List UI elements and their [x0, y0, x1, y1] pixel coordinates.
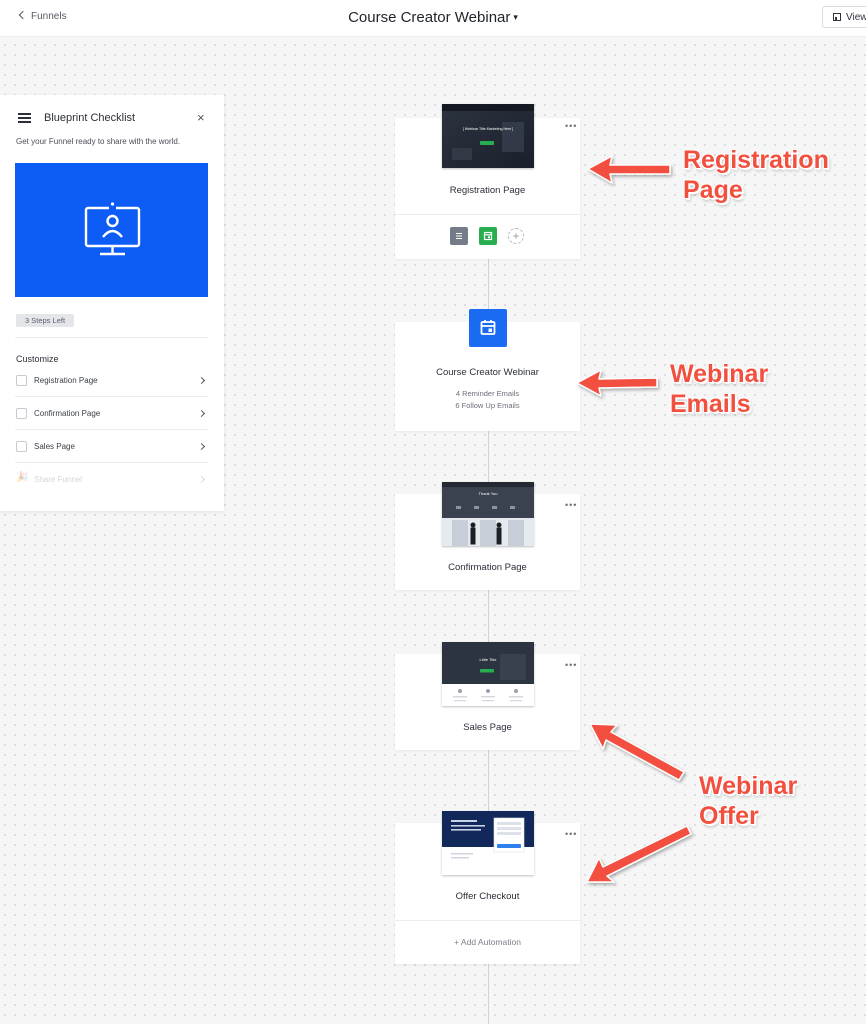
- annotation-webinar-emails: Webinar Emails: [670, 359, 768, 419]
- more-options-icon[interactable]: •••: [565, 500, 578, 510]
- annotation-line: Registration: [683, 146, 829, 174]
- funnel-connector-line: [488, 258, 489, 1024]
- checklist-hero-image: [15, 163, 208, 297]
- checklist-item-confirmation-page[interactable]: Confirmation Page: [16, 400, 208, 428]
- add-step-plus-button[interactable]: +: [508, 228, 524, 244]
- annotation-line: Webinar: [699, 772, 798, 800]
- checklist-item-share-funnel[interactable]: 🎉 Share Funnel: [16, 466, 208, 494]
- list-step-button[interactable]: [450, 227, 468, 245]
- step-name: Confirmation Page: [448, 562, 527, 573]
- party-popper-icon: 🎉: [16, 472, 29, 483]
- confirmation-page-thumbnail[interactable]: Thank You: [442, 482, 534, 546]
- checklist-title: Blueprint Checklist: [44, 112, 136, 124]
- sales-page-thumbnail[interactable]: Little Title: [442, 642, 534, 706]
- chart-icon: [833, 13, 841, 21]
- follow-up-emails-count: 6 Follow Up Emails: [455, 401, 520, 410]
- step-card-offer-checkout[interactable]: Offer Checkout + Add Automation: [395, 823, 580, 964]
- close-icon[interactable]: ×: [197, 110, 205, 125]
- more-options-icon[interactable]: •••: [565, 829, 578, 839]
- checklist-subtitle: Get your Funnel ready to share with the …: [16, 137, 181, 146]
- checklist-item-sales-page[interactable]: Sales Page: [16, 433, 208, 461]
- annotation-webinar-offer: Webinar Offer: [699, 771, 797, 831]
- arrow-to-sales-page: [589, 723, 685, 781]
- funnel-title[interactable]: Course Creator Webinar▾: [0, 9, 866, 26]
- thumbnail-headline: [ Webinar Title Marketing Here ]: [462, 127, 514, 131]
- step-name: Sales Page: [463, 722, 512, 733]
- more-options-icon[interactable]: •••: [565, 660, 578, 670]
- checklist-item-label: Sales Page: [34, 442, 75, 451]
- add-automation-button[interactable]: + Add Automation: [454, 937, 521, 947]
- checklist-item-label: Share Funnel: [34, 475, 83, 484]
- step-name: Course Creator Webinar: [436, 367, 539, 378]
- checkbox[interactable]: [16, 408, 27, 419]
- calendar-step-button[interactable]: [479, 227, 497, 245]
- checkbox[interactable]: [16, 441, 27, 452]
- annotation-registration-page: Registration Page: [683, 145, 829, 205]
- monitor-user-icon: [84, 202, 141, 256]
- step-name: Offer Checkout: [455, 891, 520, 902]
- registration-page-preview: [442, 104, 534, 168]
- annotation-line: Webinar: [670, 360, 769, 388]
- list-icon: [456, 233, 462, 239]
- divider: [15, 396, 208, 397]
- thumbnail-headline: Thank You: [478, 491, 498, 496]
- annotation-line: Offer: [699, 802, 759, 830]
- top-bar: Funnels Course Creator Webinar▾ View: [0, 0, 866, 37]
- checkbox[interactable]: [16, 375, 27, 386]
- back-label: Funnels: [31, 11, 67, 22]
- arrow-to-registration-page: [587, 155, 671, 184]
- offer-checkout-preview: [442, 811, 534, 875]
- list-icon: [18, 113, 31, 123]
- more-options-icon[interactable]: •••: [565, 121, 578, 131]
- checklist-item-label: Confirmation Page: [34, 409, 101, 418]
- reminder-emails-count: 4 Reminder Emails: [455, 389, 520, 398]
- registration-page-thumbnail[interactable]: [ Webinar Title Marketing Here ]: [442, 104, 534, 168]
- checklist-item-label: Registration Page: [34, 376, 98, 385]
- step-card-course-creator-webinar[interactable]: Course Creator Webinar 4 Reminder Emails…: [395, 322, 580, 431]
- divider: [395, 920, 580, 921]
- webinar-calendar-icon[interactable]: [469, 309, 507, 347]
- view-label: View: [846, 12, 866, 23]
- back-to-funnels-link[interactable]: Funnels: [18, 10, 67, 22]
- step-name: Registration Page: [449, 185, 526, 196]
- annotation-line: Page: [683, 176, 743, 204]
- calendar-icon: [483, 231, 493, 241]
- customize-heading: Customize: [16, 354, 59, 364]
- divider: [395, 214, 580, 215]
- sales-page-preview: [442, 642, 534, 706]
- steps-left-badge: 3 Steps Left: [16, 314, 75, 327]
- offer-checkout-thumbnail[interactable]: [442, 811, 534, 875]
- arrow-to-offer-checkout: [586, 825, 692, 883]
- view-button[interactable]: View: [822, 6, 866, 28]
- annotation-line: Emails: [670, 390, 751, 418]
- blueprint-checklist-panel: Blueprint Checklist × Get your Funnel re…: [0, 95, 224, 511]
- calendar-icon: [480, 320, 496, 335]
- thumbnail-headline: Little Title: [479, 657, 497, 662]
- divider: [15, 337, 208, 338]
- checklist-item-registration-page[interactable]: Registration Page: [16, 367, 208, 395]
- confirmation-page-preview: [442, 482, 534, 546]
- divider: [15, 462, 208, 463]
- caret-down-icon: ▾: [513, 12, 518, 22]
- funnel-title-text: Course Creator Webinar: [348, 9, 511, 26]
- divider: [15, 429, 208, 430]
- arrow-to-webinar-emails: [576, 369, 658, 397]
